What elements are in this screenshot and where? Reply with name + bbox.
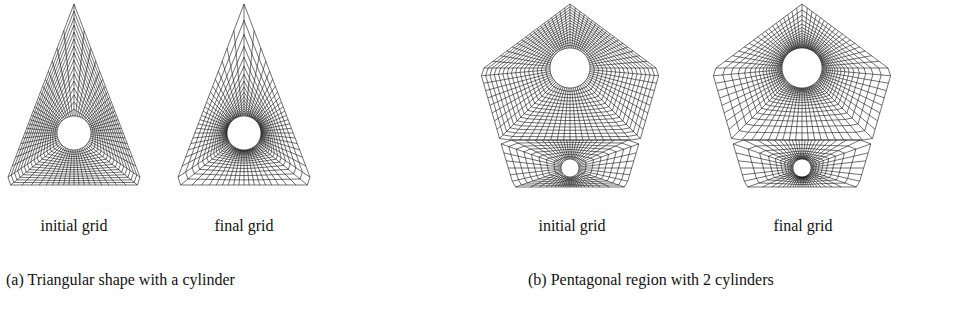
pentagon-final-grid — [713, 4, 890, 187]
grid-label: initial grid — [40, 216, 107, 235]
triangle-initial-grid — [8, 4, 140, 185]
grid-label: final grid — [773, 216, 832, 235]
triangle-final-grid — [178, 4, 310, 185]
grid-label: final grid — [214, 216, 273, 235]
pentagon-initial-grid — [481, 4, 658, 187]
figure-caption: (b) Pentagonal region with 2 cylinders — [528, 270, 774, 289]
figure-caption: (a) Triangular shape with a cylinder — [6, 270, 235, 289]
grid-label: initial grid — [538, 216, 605, 235]
